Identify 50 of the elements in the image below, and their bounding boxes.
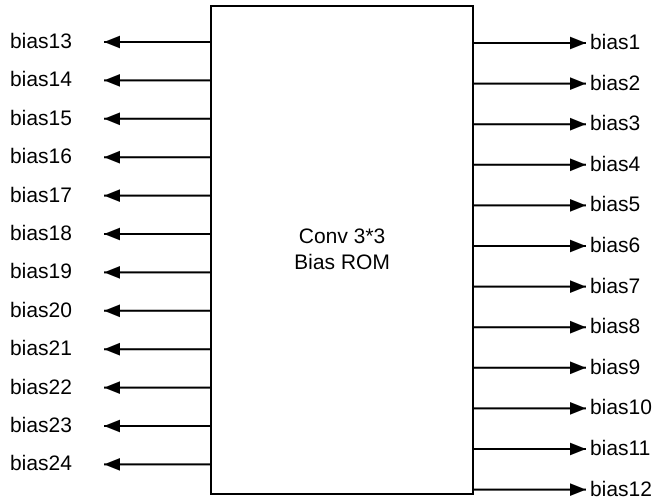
arrow (474, 199, 586, 212)
output-label: bias18 (10, 222, 96, 246)
output-label: bias20 (10, 298, 96, 323)
arrow (474, 280, 586, 293)
arrow (104, 112, 210, 126)
output-label: bias5 (590, 193, 666, 218)
arrow (474, 36, 586, 50)
output-label: bias24 (10, 452, 96, 476)
output-label: bias3 (590, 112, 666, 136)
arrow (474, 402, 586, 415)
arrow (104, 189, 210, 202)
arrow (474, 442, 586, 456)
arrow (474, 118, 586, 131)
output-label: bias21 (10, 337, 96, 362)
output-label: bias12 (590, 478, 666, 500)
arrow (104, 266, 210, 279)
output-label: bias4 (590, 152, 666, 177)
output-label: bias15 (10, 106, 96, 131)
output-label: bias9 (590, 356, 666, 380)
output-label: bias19 (10, 260, 96, 284)
arrow (104, 74, 210, 87)
arrow (474, 158, 586, 172)
output-label: bias13 (10, 30, 96, 54)
arrow (104, 381, 210, 394)
arrow (104, 304, 210, 318)
rom-block (210, 5, 474, 495)
arrow (104, 228, 210, 240)
arrow (474, 240, 586, 252)
output-label: bias6 (590, 234, 666, 258)
output-label: bias22 (10, 376, 96, 400)
output-label: bias8 (590, 315, 666, 340)
output-label: bias17 (10, 184, 96, 208)
output-label: bias7 (590, 274, 666, 299)
output-label: bias14 (10, 68, 96, 92)
arrow (104, 150, 210, 164)
arrow (474, 77, 586, 90)
arrow (474, 320, 586, 334)
output-label: bias11 (590, 437, 666, 461)
arrow (474, 483, 586, 496)
output-label: bias10 (590, 396, 666, 420)
output-label: bias23 (10, 414, 96, 438)
output-label: bias2 (590, 72, 666, 96)
arrow (474, 361, 586, 374)
arrow (104, 36, 210, 48)
block-title: Conv 3*3 Bias ROM (293, 224, 391, 276)
output-label: bias1 (590, 31, 666, 55)
output-label: bias16 (10, 145, 96, 170)
arrow (104, 420, 210, 432)
arrow (104, 342, 210, 356)
arrow (104, 458, 210, 471)
